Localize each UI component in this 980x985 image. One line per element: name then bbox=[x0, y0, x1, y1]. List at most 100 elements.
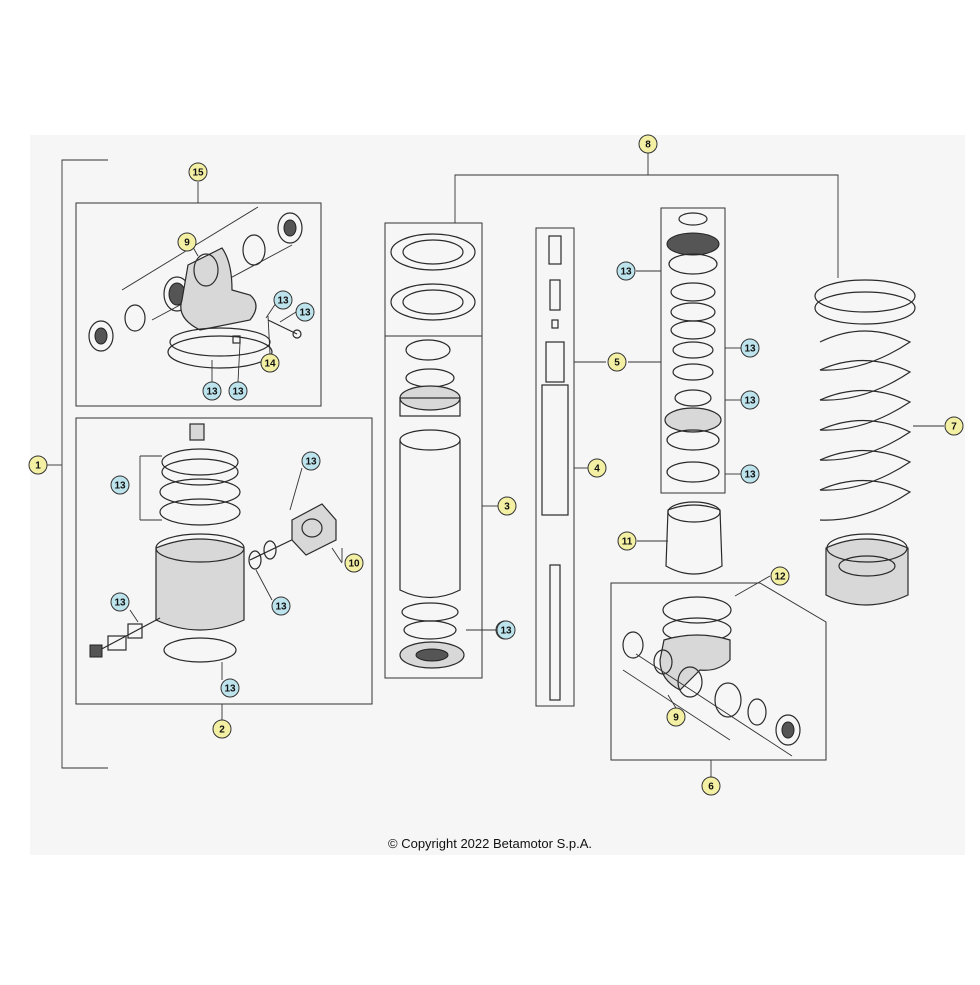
callout-number: 14 bbox=[264, 359, 276, 370]
callout-number: 11 bbox=[622, 537, 633, 548]
callout-circle bbox=[110, 475, 130, 495]
callout-circle bbox=[271, 596, 291, 616]
callout-circle bbox=[496, 620, 516, 640]
group-box-15 bbox=[75, 202, 322, 407]
callout-circle bbox=[220, 678, 240, 698]
group-box-6 bbox=[610, 582, 827, 761]
callout-circle bbox=[616, 261, 636, 281]
callout-number: 13 bbox=[500, 626, 512, 637]
callout-circle bbox=[260, 353, 280, 373]
callout-number: 4 bbox=[594, 464, 600, 475]
callout-14: 14 bbox=[260, 353, 280, 373]
callout-12: 12 bbox=[770, 566, 790, 586]
callout-circle bbox=[177, 232, 197, 252]
diagram-background bbox=[30, 135, 965, 855]
callout-number: 6 bbox=[708, 782, 714, 793]
callout-number: 13 bbox=[277, 296, 289, 307]
callout-number: 1 bbox=[35, 461, 41, 472]
callout-5: 5 bbox=[607, 352, 627, 372]
callout-4: 4 bbox=[587, 458, 607, 478]
callout-6: 6 bbox=[701, 776, 721, 796]
callout-circle bbox=[740, 338, 760, 358]
callout-15: 15 bbox=[188, 162, 208, 182]
callout-13: 13 bbox=[740, 338, 760, 358]
callout-circle bbox=[740, 464, 760, 484]
piston-rod-parts bbox=[541, 235, 569, 701]
callout-13: 13 bbox=[202, 381, 222, 401]
bottom-eyelet-parts bbox=[622, 596, 801, 757]
callout-number: 13 bbox=[206, 387, 218, 398]
callout-number: 13 bbox=[620, 267, 632, 278]
callout-circle bbox=[295, 302, 315, 322]
callout-9: 9 bbox=[177, 232, 197, 252]
callout-circle bbox=[770, 566, 790, 586]
callout-13: 13 bbox=[496, 620, 516, 640]
callout-number: 3 bbox=[504, 502, 510, 513]
callout-circle bbox=[617, 531, 637, 551]
callout-number: 13 bbox=[299, 308, 311, 319]
callout-circle bbox=[607, 352, 627, 372]
callout-13: 13 bbox=[616, 261, 636, 281]
callout-number: 15 bbox=[192, 168, 204, 179]
reservoir-parts bbox=[89, 423, 343, 663]
callout-number: 13 bbox=[744, 344, 756, 355]
callout-circle bbox=[638, 134, 658, 154]
callout-number: 13 bbox=[224, 684, 236, 695]
callout-circle bbox=[301, 451, 321, 471]
callout-13: 13 bbox=[740, 390, 760, 410]
callout-number: 13 bbox=[114, 598, 126, 609]
bracket-assembly-1 bbox=[47, 159, 108, 769]
callout-number: 7 bbox=[951, 422, 957, 433]
bump-stop bbox=[665, 504, 723, 575]
callout-8: 8 bbox=[638, 134, 658, 154]
callout-circle bbox=[344, 553, 364, 573]
callout-circle bbox=[228, 381, 248, 401]
damper-body-parts bbox=[399, 339, 465, 669]
callout-number: 13 bbox=[305, 457, 317, 468]
callout-number: 9 bbox=[673, 713, 679, 724]
callout-13: 13 bbox=[301, 451, 321, 471]
callout-circle bbox=[110, 592, 130, 612]
callout-13: 13 bbox=[271, 596, 291, 616]
callout-circle bbox=[28, 455, 48, 475]
callout-circle bbox=[701, 776, 721, 796]
callout-13: 13 bbox=[228, 381, 248, 401]
callout-13: 13 bbox=[110, 475, 130, 495]
callout-1: 1 bbox=[28, 455, 48, 475]
callout-circle bbox=[202, 381, 222, 401]
callout-circle bbox=[666, 707, 686, 727]
callout-number: 12 bbox=[774, 572, 786, 583]
callout-3: 3 bbox=[497, 496, 517, 516]
callout-number: 13 bbox=[275, 602, 287, 613]
spring-parts bbox=[814, 279, 916, 606]
callout-number: 2 bbox=[219, 725, 225, 736]
callout-7: 7 bbox=[944, 416, 964, 436]
group-box-3 bbox=[384, 335, 483, 679]
callout-13: 13 bbox=[220, 678, 240, 698]
callout-number: 13 bbox=[114, 481, 126, 492]
callout-circle bbox=[188, 162, 208, 182]
callout-13: 13 bbox=[295, 302, 315, 322]
piston-assembly-parts bbox=[664, 212, 722, 483]
callout-13: 13 bbox=[273, 290, 293, 310]
callout-number: 13 bbox=[232, 387, 244, 398]
callout-2: 2 bbox=[212, 719, 232, 739]
group-box-5 bbox=[660, 207, 726, 494]
callout-9: 9 bbox=[666, 707, 686, 727]
callout-10: 10 bbox=[344, 553, 364, 573]
callout-circle bbox=[740, 390, 760, 410]
group-box-2 bbox=[75, 417, 373, 705]
callout-number: 13 bbox=[744, 396, 756, 407]
callout-number: 5 bbox=[614, 358, 620, 369]
ring-nut-parts bbox=[390, 233, 476, 321]
callout-13: 13 bbox=[740, 464, 760, 484]
callout-circle bbox=[497, 496, 517, 516]
callout-circle bbox=[944, 416, 964, 436]
callout-13: 13 bbox=[110, 592, 130, 612]
callout-circle bbox=[587, 458, 607, 478]
bracket-8 bbox=[454, 174, 839, 278]
group-box-4 bbox=[535, 227, 575, 707]
leader-lines bbox=[129, 182, 944, 777]
